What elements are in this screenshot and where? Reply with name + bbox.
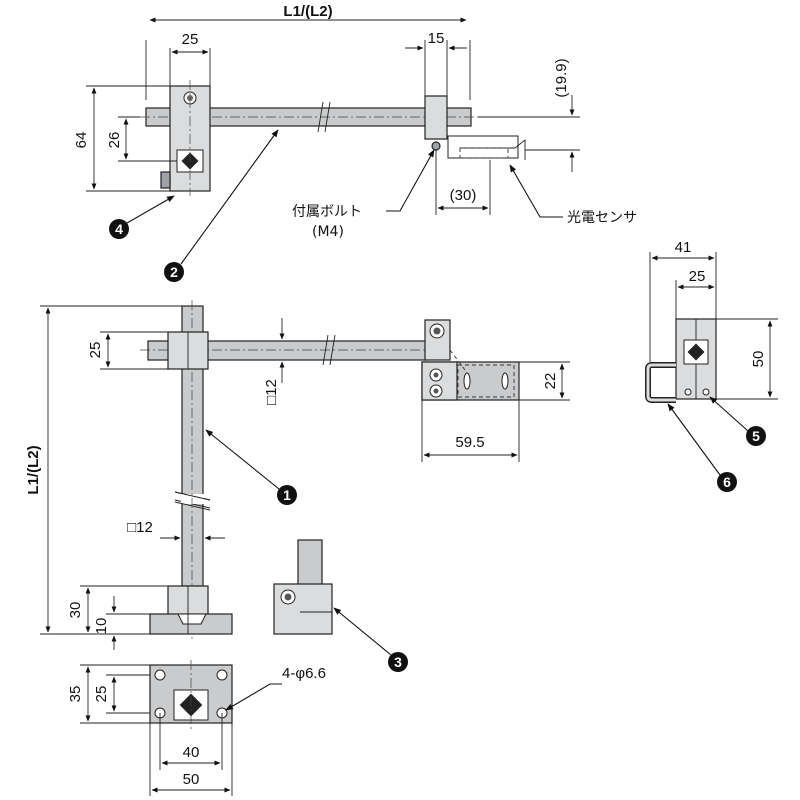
dim-side-inner: 25 xyxy=(689,268,706,285)
callout-1 xyxy=(277,485,297,505)
dim-bracket-height: 22 xyxy=(542,373,559,390)
dim-top-clamp-width: 15 xyxy=(428,30,445,47)
dim-side-height: 50 xyxy=(750,351,767,368)
dim-pole-square: □12 xyxy=(263,379,280,405)
dim-top-screw-height: 26 xyxy=(106,132,123,149)
base-plan-view: 35 25 40 50 4-φ6.6 xyxy=(67,660,326,796)
mount-hole-icon xyxy=(154,669,166,681)
dim-side-width: 41 xyxy=(675,239,692,256)
detail-clamp-block xyxy=(273,583,333,635)
dim-base-height: 30 xyxy=(67,602,84,619)
callout-6 xyxy=(717,472,737,492)
dim-main-block-height: 25 xyxy=(87,342,104,359)
label-bolt-size: (M4) xyxy=(312,224,344,240)
top-view: L1/(L2) 25 15 (19.9) 64 26 (30) xyxy=(73,3,637,282)
detail-view-3: 3 xyxy=(273,539,408,672)
dim-top-length: L1/(L2) xyxy=(283,3,332,20)
main-front-view: L1/(L2) 25 □12 22 59.5 □12 30 10 xyxy=(25,300,570,650)
mount-hole-icon xyxy=(216,669,228,681)
label-photo-sensor: 光電センサ xyxy=(567,210,637,226)
dim-base-slot: 10 xyxy=(93,618,110,635)
top-bar-break-mark xyxy=(317,101,331,133)
dim-bracket-width: 59.5 xyxy=(455,434,484,451)
label-included-bolt: 付属ボルト xyxy=(292,204,362,220)
callout-4 xyxy=(109,219,129,239)
svg-text:2: 2 xyxy=(170,264,178,280)
dim-top-sensor-height: (19.9) xyxy=(553,58,570,97)
dim-bolt-offset: (30) xyxy=(450,187,477,204)
dim-top-block-width: 25 xyxy=(182,31,199,48)
callout-2 xyxy=(164,262,184,282)
dim-base-hole-pitch-v: 25 xyxy=(93,686,110,703)
dim-base-hole-pitch-h: 40 xyxy=(183,744,200,761)
dim-main-side-length: L1/(L2) xyxy=(25,445,42,494)
side-view: 41 25 50 5 6 xyxy=(645,239,778,492)
detail-pole xyxy=(297,539,323,591)
svg-text:1: 1 xyxy=(283,487,291,503)
svg-text:6: 6 xyxy=(723,474,731,490)
svg-text:3: 3 xyxy=(394,654,402,670)
callout-3 xyxy=(388,652,408,672)
callout-5 xyxy=(746,426,766,446)
dim-top-height: 64 xyxy=(73,132,90,149)
top-sensor-clamp xyxy=(424,95,448,140)
dim-base-plate-width: 50 xyxy=(183,771,200,788)
dim-base-holes: 4-φ6.6 xyxy=(282,665,326,682)
svg-text:4: 4 xyxy=(115,221,123,237)
arm-break-mark xyxy=(322,334,336,366)
photo-sensor-top xyxy=(447,135,519,159)
svg-text:5: 5 xyxy=(752,428,760,444)
dim-base-plate-depth: 35 xyxy=(67,686,84,703)
dim-pole-square-lower: □12 xyxy=(127,519,153,536)
